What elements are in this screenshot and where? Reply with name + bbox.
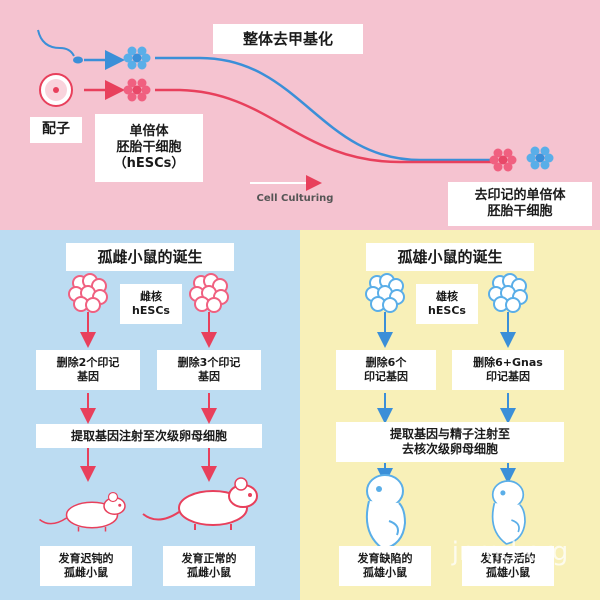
result-line2: 胚胎干细胞 — [487, 204, 553, 219]
left-delete-b-box: 删除3个印记 基因 — [157, 350, 261, 390]
sperm-tail — [37, 29, 75, 57]
right-result-b-box: 发育存活的 孤雄小鼠 — [462, 546, 554, 586]
right-nucleus-label: 雄核 hESCs — [416, 284, 478, 324]
haploid-line2: 胚胎干细胞 — [116, 139, 182, 155]
right-result-b-line1: 发育存活的 — [480, 552, 536, 566]
defective-embryo-icon — [365, 474, 406, 550]
right-delete-b-line1: 删除6+Gnas — [473, 356, 543, 370]
left-delete-a-line2: 基因 — [77, 370, 99, 383]
right-delete-b-line2: 印记基因 — [486, 370, 530, 383]
left-result-a-box: 发育迟钝的 孤雌小鼠 — [40, 546, 132, 586]
gamete-label: 配子 — [30, 117, 82, 143]
male-cell-icon-a — [365, 273, 405, 313]
left-inject-box: 提取基因注射至次级卵母细胞 — [36, 424, 262, 448]
left-nucleus-line1: 雌核 — [140, 290, 162, 304]
right-result-a-box: 发育缺陷的 孤雄小鼠 — [339, 546, 431, 586]
right-delete-a-box: 删除6个 印记基因 — [336, 350, 436, 390]
female-cell-icon-a — [68, 273, 108, 313]
left-delete-a-box: 删除2个印记 基因 — [36, 350, 140, 390]
cell-culturing-label: Cell Culturing — [256, 193, 334, 204]
left-nucleus-line2: hESCs — [132, 304, 170, 317]
left-delete-a-line1: 删除2个印记 — [56, 356, 120, 370]
result-line1: 去印记的单倍体 — [474, 187, 566, 203]
haploid-line1: 单倍体 — [129, 123, 169, 139]
right-nucleus-line2: hESCs — [428, 304, 466, 317]
right-inject-box: 提取基因与精子注射至 去核次级卵母细胞 — [336, 422, 564, 462]
pink-result-cell-icon — [489, 148, 517, 172]
result-hesc-label: 去印记的单倍体 胚胎干细胞 — [448, 182, 592, 226]
right-delete-a-line2: 印记基因 — [364, 370, 408, 383]
red-methylation-curve — [155, 88, 492, 164]
haploid-line3: （hESCs） — [113, 156, 185, 172]
watermark: jnmd.org — [451, 537, 569, 567]
female-cell-icon-b — [189, 273, 229, 313]
right-result-a-line1: 发育缺陷的 — [357, 552, 413, 566]
surviving-embryo-icon — [491, 480, 526, 545]
right-result-b-line2: 孤雄小鼠 — [486, 566, 530, 579]
right-title: 孤雄小鼠的诞生 — [366, 243, 534, 271]
right-delete-a-line1: 删除6个 — [365, 356, 407, 370]
small-mouse-icon — [38, 491, 126, 533]
right-inject-line2: 去核次级卵母细胞 — [401, 442, 498, 456]
blue-result-cell-icon — [526, 146, 554, 170]
right-nucleus-line1: 雄核 — [436, 290, 458, 304]
right-result-a-line2: 孤雄小鼠 — [363, 566, 407, 579]
right-delete-b-box: 删除6+Gnas 印记基因 — [452, 350, 564, 390]
left-delete-b-line1: 删除3个印记 — [177, 356, 241, 370]
blue-haploid-cell-icon — [123, 46, 151, 70]
left-result-b-line2: 孤雌小鼠 — [187, 566, 231, 579]
demethylation-label: 整体去甲基化 — [213, 24, 363, 54]
left-result-b-box: 发育正常的 孤雌小鼠 — [163, 546, 255, 586]
right-inject-line1: 提取基因与精子注射至 — [389, 427, 510, 441]
sperm-head — [73, 56, 83, 64]
left-result-a-line2: 孤雌小鼠 — [64, 566, 108, 579]
left-nucleus-label: 雌核 hESCs — [120, 284, 182, 324]
haploid-hesc-label: 单倍体 胚胎干细胞 （hESCs） — [95, 114, 203, 182]
left-title: 孤雌小鼠的诞生 — [66, 243, 234, 271]
left-delete-b-line2: 基因 — [198, 370, 220, 383]
blue-methylation-curve — [155, 56, 492, 162]
left-result-a-line1: 发育迟钝的 — [58, 552, 114, 566]
pink-haploid-cell-icon — [123, 78, 151, 102]
normal-mouse-icon — [142, 477, 258, 531]
left-result-b-line1: 发育正常的 — [181, 552, 237, 566]
male-cell-icon-b — [488, 273, 528, 313]
